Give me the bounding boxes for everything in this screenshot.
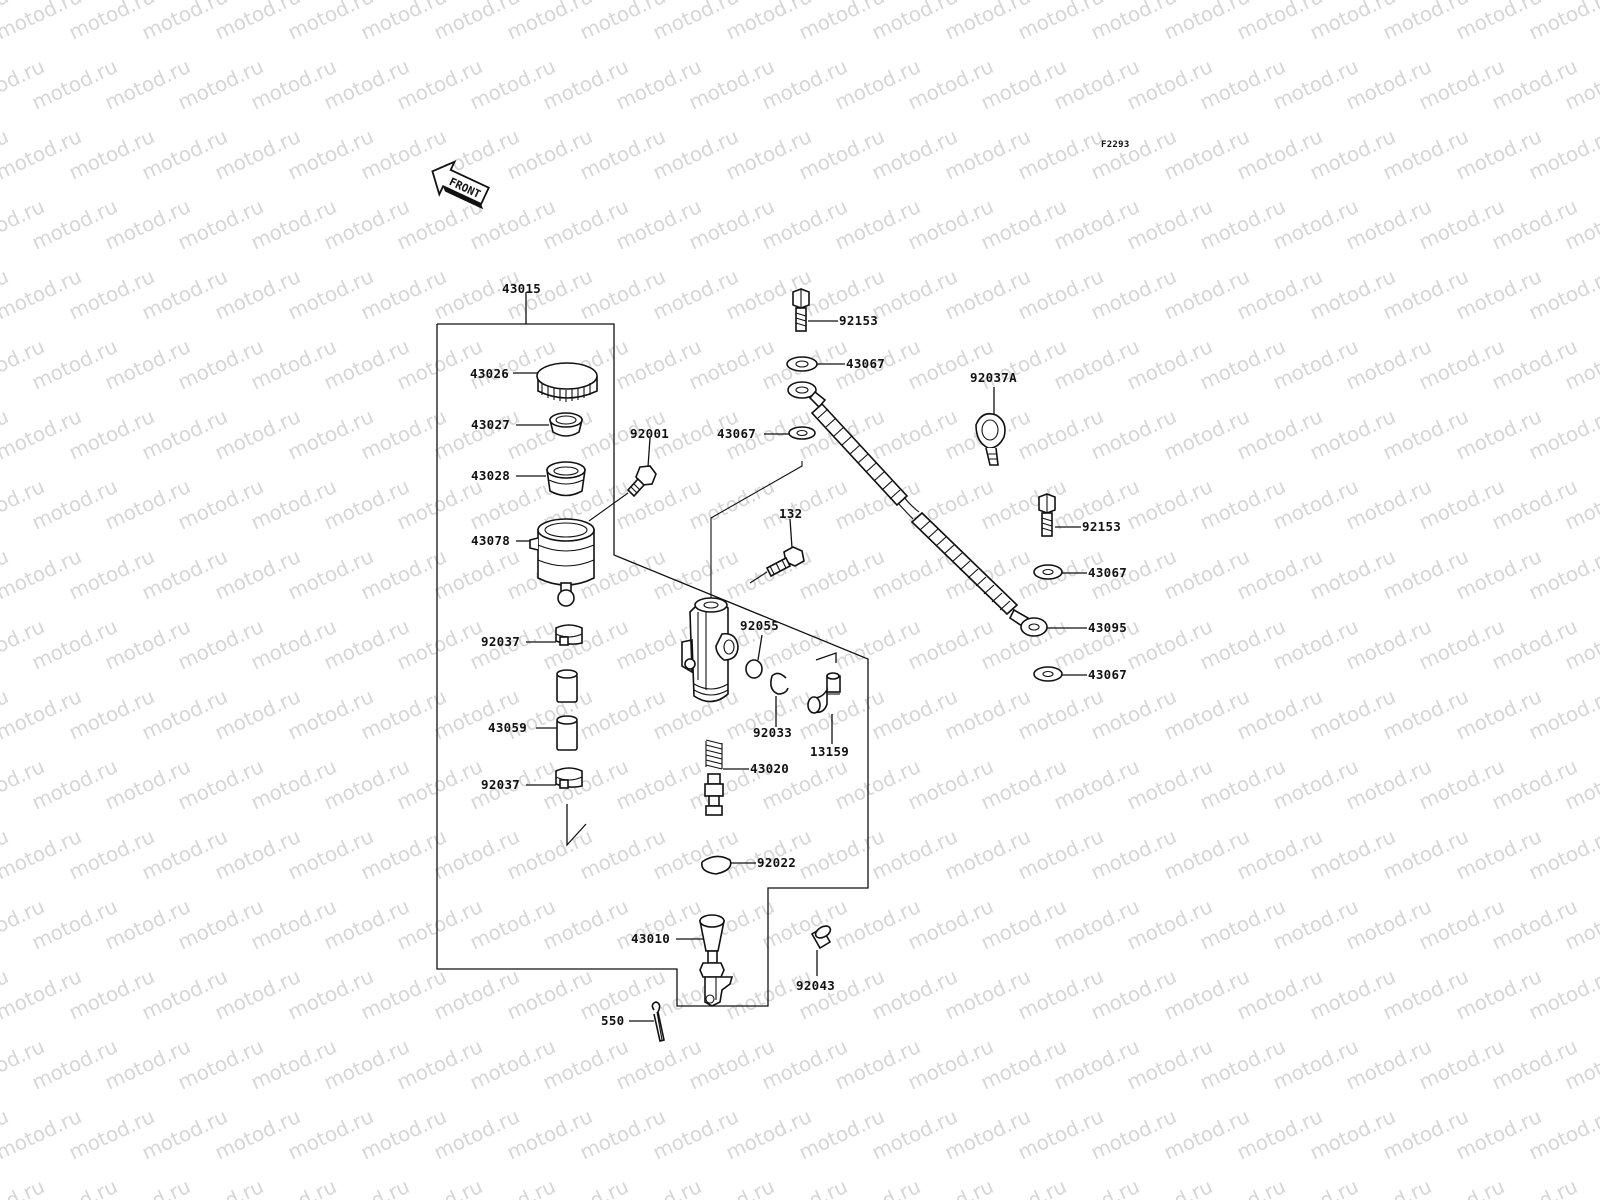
washer-b	[788, 426, 816, 440]
label-43028: 43028	[471, 468, 510, 483]
label-43067-d: 43067	[1088, 667, 1127, 682]
hose-clamp-upper	[555, 624, 583, 646]
banjo-bolt-lower	[1038, 493, 1056, 537]
leader-92055	[757, 634, 763, 661]
hose-continuation	[566, 804, 587, 847]
reservoir-body	[529, 518, 595, 607]
washer-d	[1033, 666, 1063, 682]
label-13159: 13159	[810, 744, 849, 759]
reservoir-screw	[626, 465, 657, 498]
label-43095: 43095	[1088, 620, 1127, 635]
label-43015: 43015	[502, 281, 541, 296]
label-43067-c: 43067	[1088, 565, 1127, 580]
label-92153-lower: 92153	[1082, 519, 1121, 534]
label-92022: 92022	[757, 855, 796, 870]
label-43078: 43078	[471, 533, 510, 548]
reservoir-cap	[536, 362, 598, 402]
hose-clamp-lower	[555, 767, 583, 789]
label-92153-upper: 92153	[839, 313, 878, 328]
hose-guide-clamp	[975, 412, 1006, 466]
washer-c	[1033, 564, 1063, 580]
screw-centerline	[588, 492, 629, 522]
leader-92001	[647, 437, 651, 468]
label-43027: 43027	[471, 417, 510, 432]
banjo-bolt-upper	[792, 288, 810, 332]
label-43026: 43026	[470, 366, 509, 381]
label-43059: 43059	[488, 720, 527, 735]
diaphragm-plate	[548, 412, 584, 437]
figure-code: F2293	[1101, 140, 1130, 150]
label-92037A: 92037A	[970, 370, 1017, 385]
elbow-fitting	[807, 672, 841, 714]
diaphragm	[546, 461, 586, 497]
bolt-axis	[749, 571, 768, 584]
piston-assembly	[704, 739, 724, 816]
label-43010: 43010	[631, 931, 670, 946]
brake-hose	[787, 381, 1048, 637]
master-cylinder-body	[681, 597, 739, 703]
label-43020: 43020	[750, 761, 789, 776]
reservoir-hose	[556, 669, 578, 751]
label-43067-a: 43067	[846, 356, 885, 371]
bolt-centerline	[710, 461, 803, 604]
o-ring	[745, 659, 763, 679]
label-92001: 92001	[630, 426, 669, 441]
label-92043: 92043	[796, 978, 835, 993]
washer-a	[786, 356, 818, 372]
front-arrow-icon: FRONT	[431, 159, 490, 210]
label-92037-lower: 92037	[481, 777, 520, 792]
label-92033: 92033	[753, 725, 792, 740]
cotter-pin	[651, 1001, 665, 1042]
clevis-pin	[810, 925, 832, 950]
label-550: 550	[601, 1013, 624, 1028]
label-92037-upper: 92037	[481, 634, 520, 649]
label-132: 132	[779, 506, 802, 521]
mounting-bolt	[765, 546, 805, 578]
push-rod	[699, 914, 734, 1007]
leader-132	[789, 518, 793, 549]
label-43067-b: 43067	[717, 426, 756, 441]
fitting-hint	[815, 652, 837, 663]
retaining-ring	[700, 855, 732, 875]
circlip	[770, 672, 789, 695]
assembly-outline	[436, 323, 869, 1007]
label-92055: 92055	[740, 618, 779, 633]
